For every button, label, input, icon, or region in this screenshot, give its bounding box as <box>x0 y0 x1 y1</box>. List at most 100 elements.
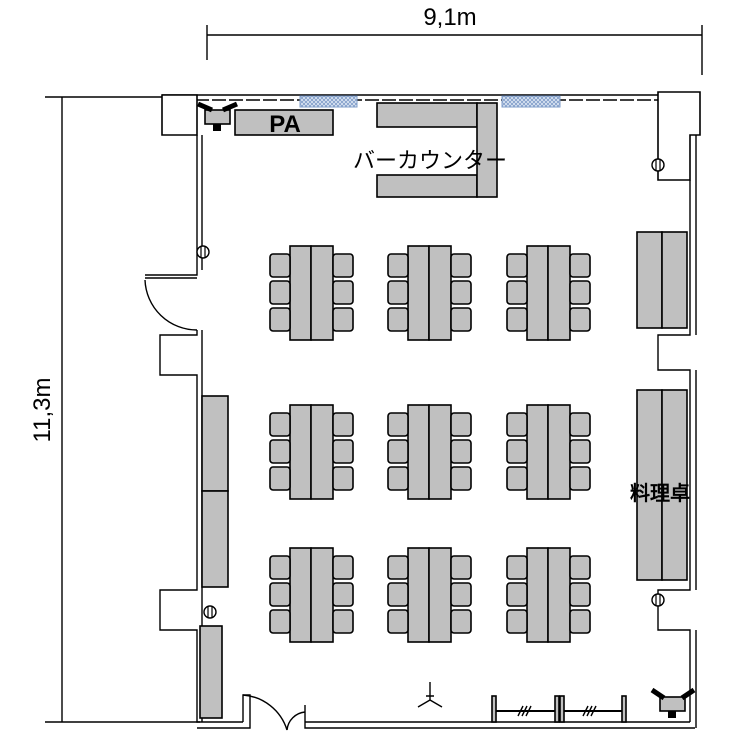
chair[interactable] <box>387 280 409 305</box>
chair[interactable] <box>569 609 591 634</box>
chair[interactable] <box>506 609 528 634</box>
chair[interactable] <box>387 439 409 464</box>
table-group[interactable] <box>387 547 472 643</box>
bar-counter[interactable] <box>376 102 498 198</box>
chair[interactable] <box>269 609 291 634</box>
chair[interactable] <box>506 280 528 305</box>
chair[interactable] <box>332 280 354 305</box>
chair[interactable] <box>506 439 528 464</box>
table-half <box>428 404 452 500</box>
chair[interactable] <box>450 253 472 278</box>
width-dimension: 9,1m <box>206 4 703 75</box>
chair[interactable] <box>569 582 591 607</box>
table-half <box>526 547 549 643</box>
outlet-icons <box>196 158 665 619</box>
window <box>299 95 358 108</box>
speaker-icon <box>197 101 238 131</box>
table-half <box>289 404 312 500</box>
table-half <box>407 547 430 643</box>
table-group[interactable] <box>269 245 354 341</box>
table-group[interactable] <box>269 404 354 500</box>
table-half <box>547 404 571 500</box>
chair[interactable] <box>269 439 291 464</box>
chair[interactable] <box>450 439 472 464</box>
chair[interactable] <box>332 555 354 580</box>
pa-label: PA <box>269 111 301 138</box>
table-half <box>407 245 430 341</box>
chair[interactable] <box>569 307 591 332</box>
table-group[interactable] <box>506 245 591 341</box>
chair[interactable] <box>506 555 528 580</box>
chair[interactable] <box>387 307 409 332</box>
chair[interactable] <box>506 582 528 607</box>
chair[interactable] <box>569 466 591 491</box>
chair[interactable] <box>269 555 291 580</box>
chair[interactable] <box>569 412 591 437</box>
chair[interactable] <box>506 466 528 491</box>
chair[interactable] <box>332 466 354 491</box>
chair[interactable] <box>506 412 528 437</box>
chair[interactable] <box>450 412 472 437</box>
table-half <box>428 547 452 643</box>
table-half <box>310 404 334 500</box>
chair[interactable] <box>387 412 409 437</box>
chair[interactable] <box>387 582 409 607</box>
table-group[interactable] <box>506 404 591 500</box>
table-group[interactable] <box>387 245 472 341</box>
chair[interactable] <box>269 280 291 305</box>
chair[interactable] <box>450 582 472 607</box>
bar-counter-label: バーカウンター <box>353 148 507 173</box>
chair[interactable] <box>332 412 354 437</box>
table-group[interactable] <box>269 547 354 643</box>
outlet-icon <box>196 245 210 259</box>
chair[interactable] <box>450 466 472 491</box>
chair[interactable] <box>569 253 591 278</box>
table-half <box>310 245 334 341</box>
chair[interactable] <box>506 253 528 278</box>
chair[interactable] <box>269 307 291 332</box>
chair[interactable] <box>450 280 472 305</box>
table-group[interactable] <box>387 404 472 500</box>
table-half <box>407 404 430 500</box>
table-half <box>526 404 549 500</box>
chair[interactable] <box>332 253 354 278</box>
fan-icon <box>417 682 443 708</box>
window <box>501 95 561 108</box>
partition[interactable] <box>491 695 627 723</box>
outlet-icon <box>651 158 665 172</box>
chair[interactable] <box>387 609 409 634</box>
table-group[interactable] <box>506 547 591 643</box>
chair[interactable] <box>332 582 354 607</box>
width-label: 9,1m <box>423 4 476 31</box>
chair[interactable] <box>569 280 591 305</box>
chair[interactable] <box>450 609 472 634</box>
height-label: 11,3m <box>29 378 56 443</box>
chair[interactable] <box>269 466 291 491</box>
height-dimension: 11,3m <box>29 96 200 723</box>
chair[interactable] <box>269 412 291 437</box>
chair[interactable] <box>569 439 591 464</box>
table-half <box>289 547 312 643</box>
side-table[interactable] <box>199 395 229 719</box>
chair[interactable] <box>387 253 409 278</box>
chair[interactable] <box>332 307 354 332</box>
chair[interactable] <box>506 307 528 332</box>
chair[interactable] <box>450 555 472 580</box>
chair[interactable] <box>387 466 409 491</box>
dining-tables <box>269 245 591 643</box>
table-half <box>526 245 549 341</box>
chair[interactable] <box>269 253 291 278</box>
chair[interactable] <box>450 307 472 332</box>
buffet-table[interactable] <box>636 231 688 581</box>
chair[interactable] <box>332 609 354 634</box>
chair[interactable] <box>387 555 409 580</box>
pa-table[interactable]: PA <box>234 109 334 138</box>
table-half <box>547 547 571 643</box>
table-half <box>310 547 334 643</box>
table-half <box>547 245 571 341</box>
chair[interactable] <box>569 555 591 580</box>
outlet-icon <box>651 593 665 607</box>
chair[interactable] <box>269 582 291 607</box>
chair[interactable] <box>332 439 354 464</box>
